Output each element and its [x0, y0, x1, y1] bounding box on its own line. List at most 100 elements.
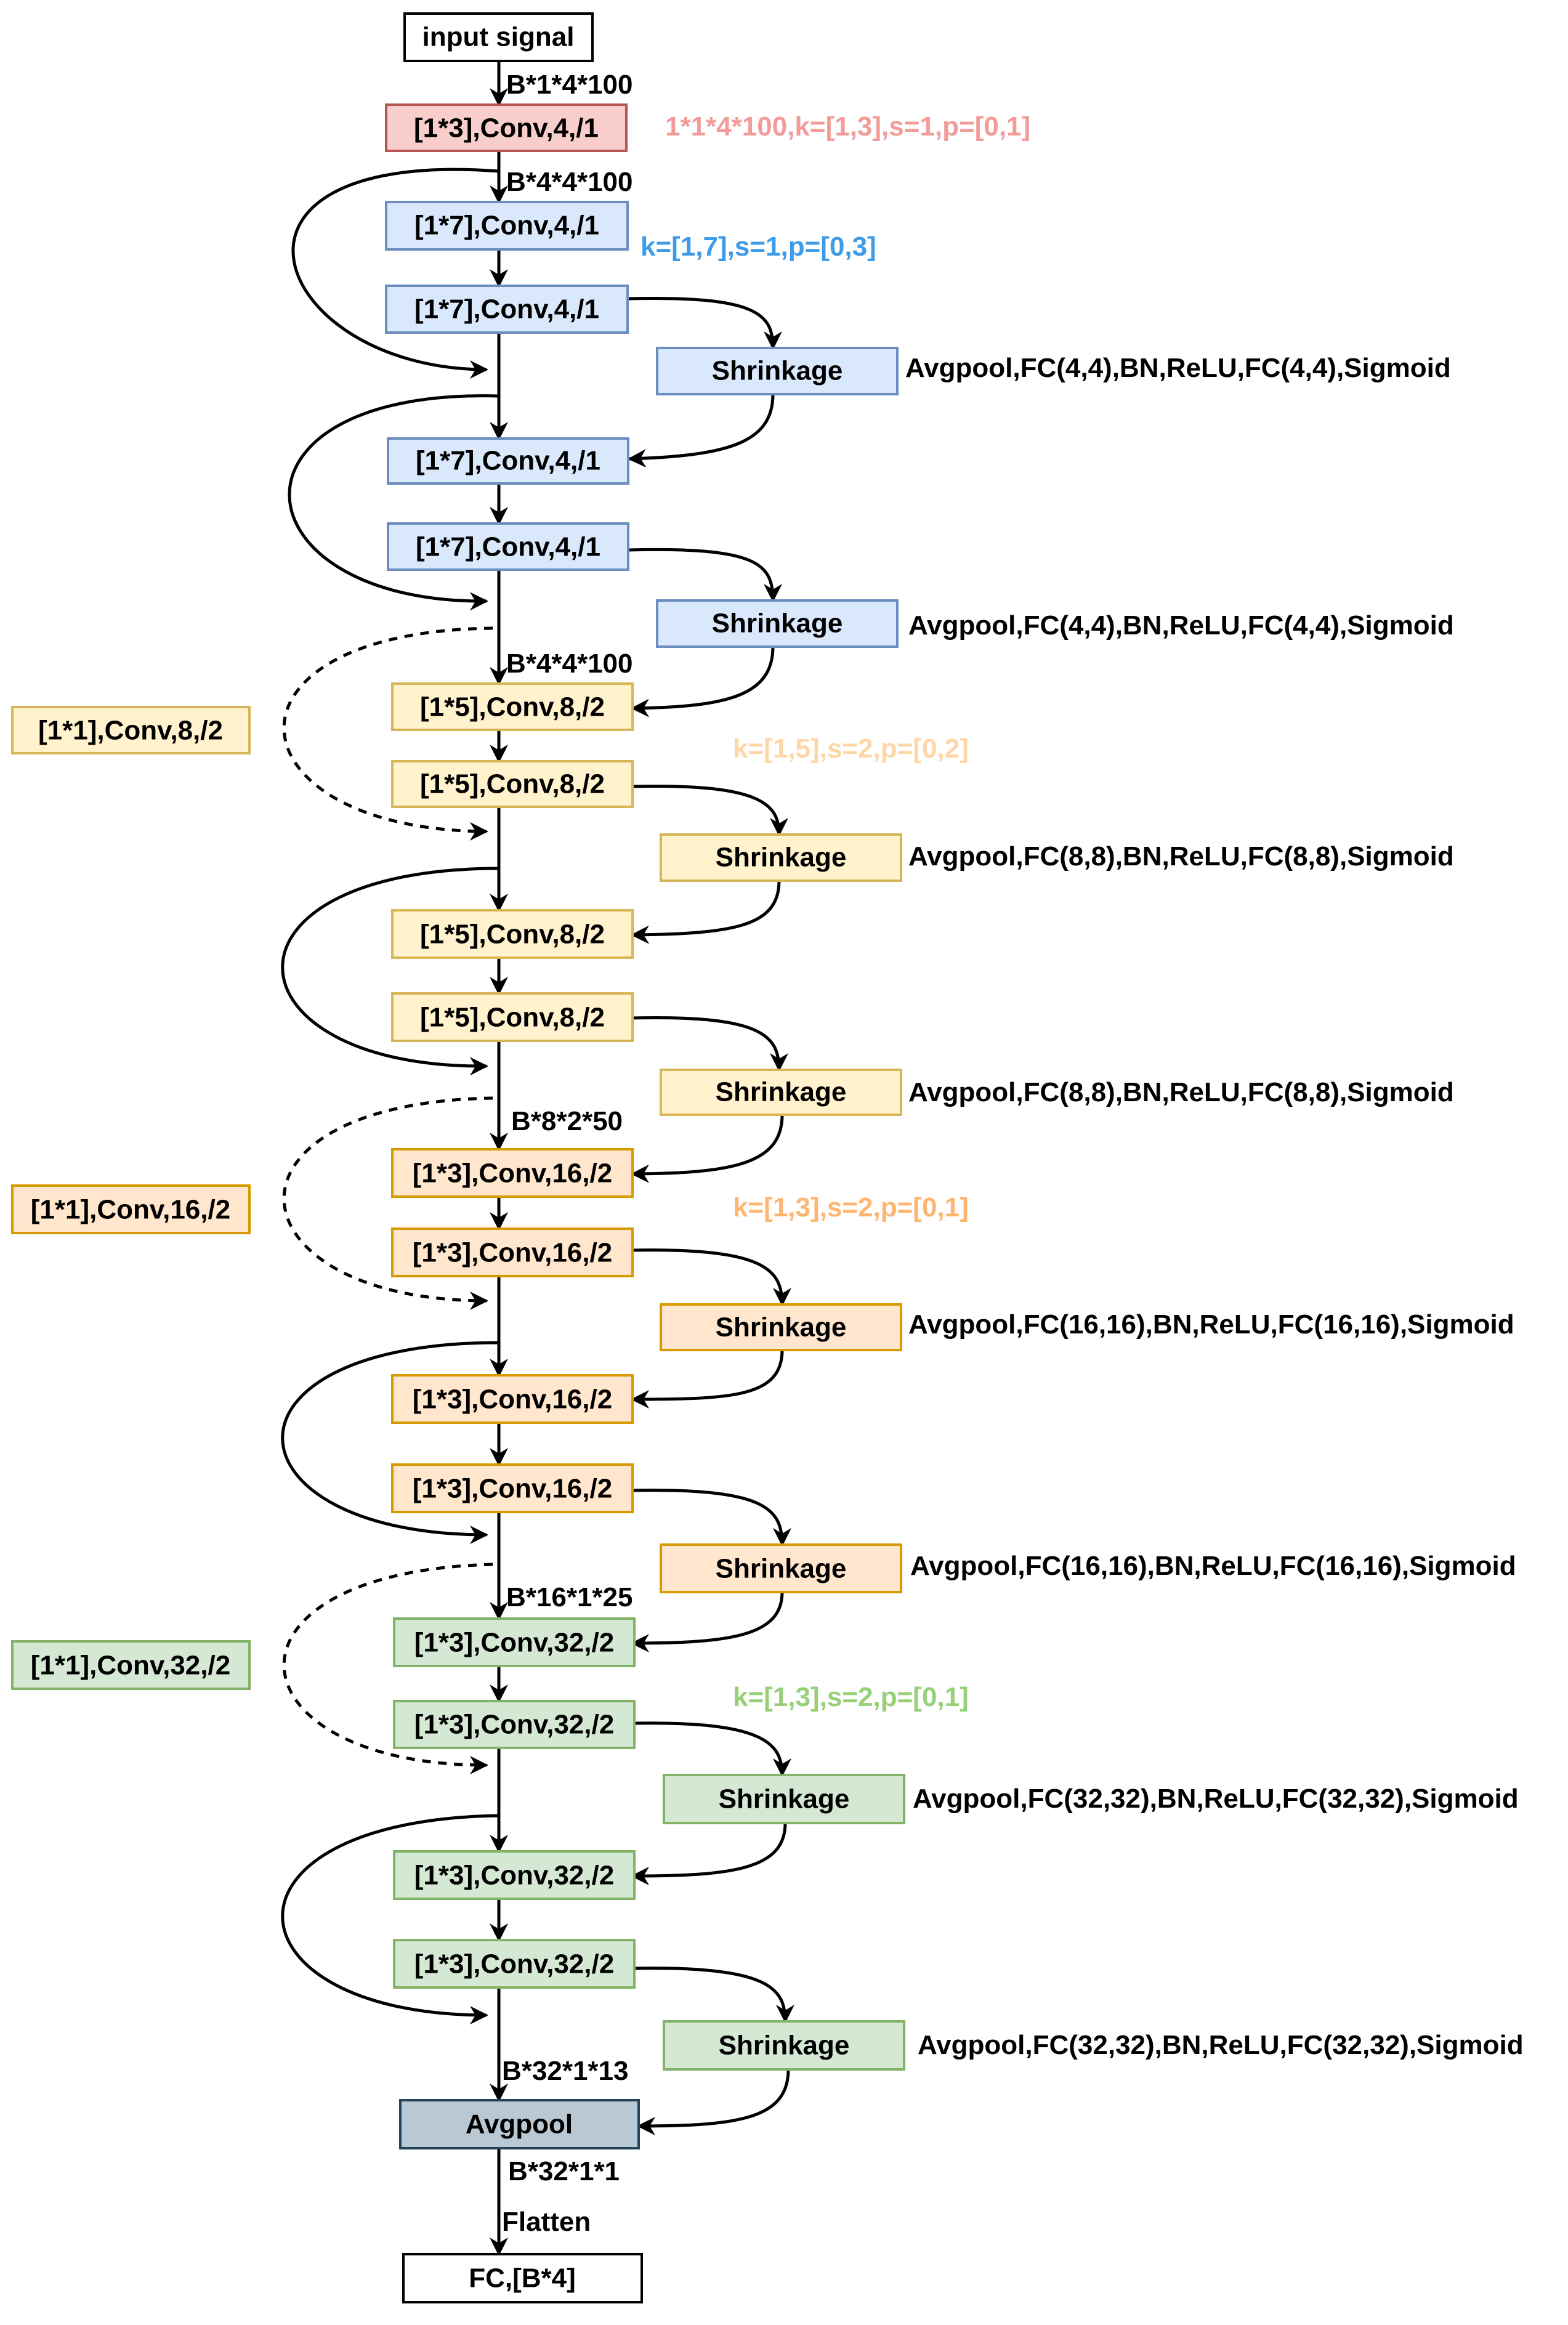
fc-box	[402, 2253, 643, 2303]
conv0-node: [1*3],Conv,4,/1	[385, 103, 628, 152]
block8-shrinkage-node: Shrinkage	[663, 2020, 905, 2071]
block1-conv1-label: [1*7],Conv,4,/1	[414, 211, 599, 241]
edge-b2shrink-b3conv1	[631, 646, 775, 718]
skip-block4	[281, 867, 499, 1076]
block5-projection-node: [1*1],Conv,16,/2	[11, 1184, 251, 1234]
block3-conv1-node: [1*5],Conv,8,/2	[391, 682, 634, 731]
block3-conv1-label: [1*5],Conv,8,/2	[420, 692, 605, 722]
block6-shrinkage-box	[660, 1543, 902, 1593]
block7-shrinkage-box	[663, 1774, 905, 1824]
shrinkage-desc-block1: Avgpool,FC(4,4),BN,ReLU,FC(4,4),Sigmoid	[905, 353, 1451, 383]
block7-projection-node: [1*1],Conv,32,/2	[11, 1640, 251, 1690]
conv0-label: [1*3],Conv,4,/1	[414, 113, 599, 144]
shape-label-block3: B*4*4*100	[506, 649, 633, 679]
edge-b2conv2-shrink	[628, 548, 782, 602]
block8-shrinkage-label: Shrinkage	[719, 2031, 850, 2061]
block7-conv2-node: [1*3],Conv,32,/2	[393, 1700, 636, 1749]
block5-conv2-box	[391, 1227, 634, 1277]
block4-conv2-box	[391, 992, 634, 1042]
shape-label-input: B*1*4*100	[506, 70, 633, 100]
block3-projection-label: [1*1],Conv,8,/2	[38, 716, 223, 746]
block3-conv2-label: [1*5],Conv,8,/2	[420, 769, 605, 799]
block7-conv1-label: [1*3],Conv,32,/2	[414, 1628, 614, 1658]
block2-shrinkage-box	[656, 599, 899, 648]
note-yellow-blocks: k=[1,5],s=2,p=[0,2]	[733, 734, 969, 764]
block6-conv2-label: [1*3],Conv,16,/2	[413, 1474, 612, 1504]
block5-conv2-node: [1*3],Conv,16,/2	[391, 1227, 634, 1277]
shrinkage-desc-block2: Avgpool,FC(4,4),BN,ReLU,FC(4,4),Sigmoid	[908, 610, 1454, 641]
block5-conv2-label: [1*3],Conv,16,/2	[413, 1238, 612, 1268]
block4-conv1-node: [1*5],Conv,8,/2	[391, 909, 634, 959]
edge-b5shrink-b6conv1	[631, 1349, 784, 1409]
block1-shrinkage-label: Shrinkage	[712, 356, 843, 386]
block5-conv1-node: [1*3],Conv,16,/2	[391, 1148, 634, 1198]
block6-shrinkage-label: Shrinkage	[716, 1554, 847, 1584]
block5-shrinkage-box	[660, 1303, 902, 1351]
shrinkage-desc-block3: Avgpool,FC(8,8),BN,ReLU,FC(8,8),Sigmoid	[908, 841, 1454, 871]
block6-shrinkage-node: Shrinkage	[660, 1543, 902, 1593]
shrinkage-desc-block6: Avgpool,FC(16,16),BN,ReLU,FC(16,16),Sigm…	[910, 1551, 1516, 1581]
shape-label-pool-out: B*32*1*1	[508, 2156, 620, 2186]
block6-conv2-node: [1*3],Conv,16,/2	[391, 1463, 634, 1513]
input-signal-box	[403, 12, 594, 62]
block8-conv1-node: [1*3],Conv,32,/2	[393, 1850, 636, 1900]
block4-conv2-node: [1*5],Conv,8,/2	[391, 992, 634, 1042]
block2-conv1-node: [1*7],Conv,4,/1	[387, 437, 629, 485]
skip-block8	[281, 1814, 499, 2024]
block5-conv1-label: [1*3],Conv,16,/2	[413, 1158, 612, 1189]
shape-label-block5: B*8*2*50	[511, 1106, 623, 1136]
edge-b7shrink-b8conv1	[631, 1822, 787, 1885]
note-conv0: 1*1*4*100,k=[1,3],s=1,p=[0,1]	[665, 111, 1030, 142]
edge-b1conv2-shrink	[628, 296, 782, 350]
block2-conv2-box	[387, 522, 629, 571]
shrinkage-desc-block5: Avgpool,FC(16,16),BN,ReLU,FC(16,16),Sigm…	[908, 1309, 1514, 1340]
block8-conv2-box	[393, 1939, 636, 1989]
block2-shrinkage-node: Shrinkage	[656, 599, 899, 648]
note-green-blocks: k=[1,3],s=2,p=[0,1]	[733, 1682, 969, 1712]
note-orange-blocks: k=[1,3],s=2,p=[0,1]	[733, 1192, 969, 1223]
edge-b8conv2-shrink	[631, 1967, 794, 2023]
conv0-box	[385, 103, 628, 152]
fc-node: FC,[B*4]	[402, 2253, 643, 2303]
block7-shrinkage-label: Shrinkage	[719, 1784, 850, 1814]
block4-conv1-box	[391, 909, 634, 959]
block3-conv2-box	[391, 760, 634, 808]
block7-conv2-label: [1*3],Conv,32,/2	[414, 1710, 614, 1740]
shape-label-conv0: B*4*4*100	[506, 167, 633, 197]
edge-b3shrink-b4conv1	[631, 880, 781, 944]
block5-shrinkage-label: Shrinkage	[716, 1312, 847, 1343]
block1-conv2-box	[385, 285, 629, 334]
block7-conv1-node: [1*3],Conv,32,/2	[393, 1617, 636, 1667]
block8-conv2-node: [1*3],Conv,32,/2	[393, 1939, 636, 1989]
block6-conv1-box	[391, 1374, 634, 1424]
edge-b8shrink-avgpool	[637, 2069, 790, 2135]
edge-b6shrink-b7conv1	[631, 1591, 784, 1652]
block1-conv2-label: [1*7],Conv,4,/1	[414, 294, 599, 325]
block1-conv1-box	[385, 201, 629, 251]
skip-block1	[291, 168, 499, 379]
block8-conv2-label: [1*3],Conv,32,/2	[414, 1949, 614, 1979]
edge-b6conv2-shrink	[631, 1489, 791, 1547]
block3-conv2-node: [1*5],Conv,8,/2	[391, 760, 634, 808]
block1-shrinkage-node: Shrinkage	[656, 347, 899, 395]
block7-projection-box	[11, 1640, 251, 1690]
block5-conv1-box	[391, 1148, 634, 1198]
block8-shrinkage-box	[663, 2020, 905, 2071]
skip-block2	[288, 394, 499, 611]
block1-shrinkage-box	[656, 347, 899, 395]
flatten-label: Flatten	[502, 2207, 591, 2237]
block3-shrinkage-box	[660, 833, 902, 882]
shrinkage-desc-block7: Avgpool,FC(32,32),BN,ReLU,FC(32,32),Sigm…	[913, 1784, 1519, 1814]
shrinkage-desc-block4: Avgpool,FC(8,8),BN,ReLU,FC(8,8),Sigmoid	[908, 1077, 1454, 1107]
block2-conv2-label: [1*7],Conv,4,/1	[416, 532, 600, 562]
skip-block6	[281, 1341, 499, 1544]
shape-label-pool-in: B*32*1*13	[502, 2056, 629, 2086]
note-blue-blocks: k=[1,7],s=1,p=[0,3]	[641, 232, 876, 262]
block3-shrinkage-label: Shrinkage	[716, 843, 847, 873]
edge-b1shrink-b2conv1	[628, 394, 775, 468]
block5-shrinkage-node: Shrinkage	[660, 1303, 902, 1351]
edge-b5conv2-shrink	[631, 1248, 791, 1306]
block2-conv2-node: [1*7],Conv,4,/1	[387, 522, 629, 571]
block7-shrinkage-node: Shrinkage	[663, 1774, 905, 1824]
